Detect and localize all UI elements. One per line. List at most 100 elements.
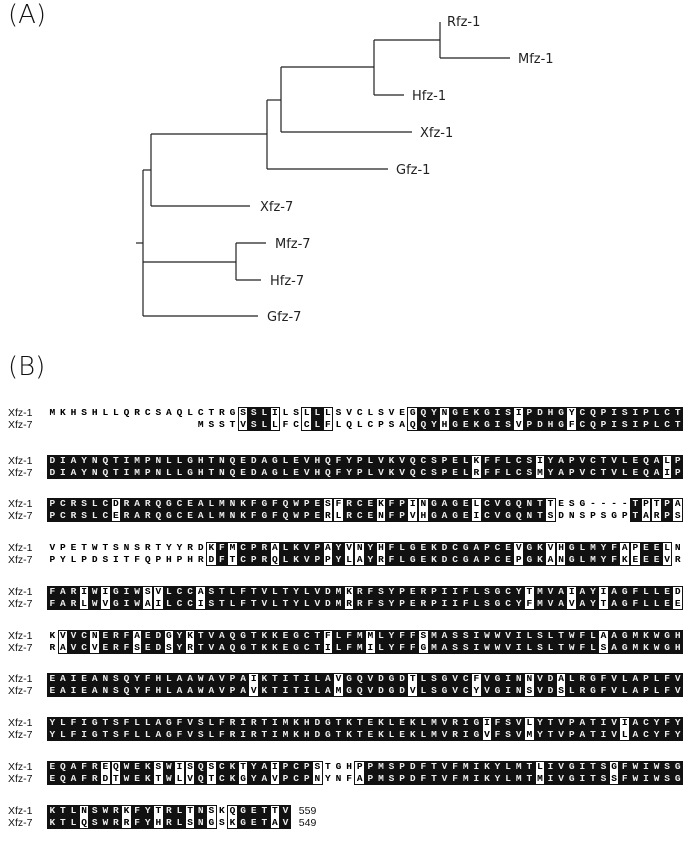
- identical-residue-shade: [651, 717, 662, 729]
- similar-residue-box: [322, 554, 334, 566]
- identical-residue-shade: [312, 630, 323, 642]
- similar-residue-box: [333, 673, 344, 685]
- identical-residue-shade: [100, 729, 111, 741]
- similar-residue-box: [619, 554, 630, 566]
- identical-residue-shade: [577, 729, 588, 741]
- identical-residue-shade: [449, 673, 461, 685]
- identical-residue-shade: [301, 630, 312, 642]
- identical-residue-shade: [555, 729, 567, 741]
- identical-residue-shade: [651, 467, 662, 479]
- identical-residue-shade: [587, 586, 599, 598]
- identical-residue-shade: [449, 761, 461, 773]
- identical-residue-shade: [354, 586, 365, 598]
- identical-residue-shade: [534, 586, 546, 598]
- identical-residue-shade: [439, 685, 450, 697]
- identical-residue-shade: [248, 805, 259, 817]
- identical-residue-shade: [672, 717, 683, 729]
- similar-residue-box: [163, 630, 175, 642]
- identical-residue-shade: [110, 455, 122, 467]
- similar-residue-box: [269, 805, 281, 817]
- identical-residue-shade: [661, 630, 673, 642]
- identical-residue-shade: [598, 673, 609, 685]
- identical-residue-shade: [174, 598, 185, 610]
- identical-residue-shade: [216, 717, 228, 729]
- identical-residue-shade: [396, 685, 408, 697]
- identical-residue-shade: [428, 729, 440, 741]
- identical-residue-shade: [492, 630, 503, 642]
- similar-residue-box: [206, 805, 217, 817]
- identical-residue-shade: [259, 729, 270, 741]
- identical-residue-shade: [449, 729, 461, 741]
- identical-residue-shade: [481, 598, 493, 610]
- sequence-row-xfz-7: EAIEANSQYFHLAAWAVPAVKTITILAMGQVDGDVLSGVC…: [49, 685, 686, 696]
- identical-residue-shade: [248, 729, 259, 741]
- identical-residue-shade: [640, 717, 652, 729]
- identical-residue-shade: [608, 598, 620, 610]
- identical-residue-shade: [428, 510, 440, 522]
- identical-residue-shade: [259, 630, 270, 642]
- similar-residue-box: [661, 542, 673, 554]
- identical-residue-shade: [502, 773, 514, 785]
- identical-residue-shade: [216, 586, 228, 598]
- similar-residue-box: [206, 542, 217, 554]
- identical-residue-shade: [449, 586, 461, 598]
- identical-residue-shade: [280, 467, 291, 479]
- identical-residue-shade: [100, 717, 111, 729]
- similar-residue-box: [343, 586, 355, 598]
- similar-residue-box: [227, 817, 238, 829]
- identical-residue-shade: [78, 498, 90, 510]
- identical-residue-shade: [68, 717, 79, 729]
- identical-residue-shade: [290, 598, 302, 610]
- identical-residue-shade: [418, 407, 429, 419]
- identical-residue-shade: [619, 761, 630, 773]
- similar-residue-box: [524, 729, 535, 741]
- identical-residue-shade: [577, 542, 588, 554]
- similar-residue-box: [545, 542, 556, 554]
- identical-residue-shade: [78, 642, 90, 654]
- identical-residue-shade: [534, 717, 546, 729]
- identical-residue-shade: [47, 805, 58, 817]
- similar-residue-box: [110, 510, 122, 522]
- identical-residue-shade: [280, 642, 291, 654]
- identical-residue-shade: [174, 455, 185, 467]
- identical-residue-shade: [142, 498, 153, 510]
- identical-residue-shade: [248, 642, 259, 654]
- identical-residue-shade: [513, 630, 524, 642]
- similar-residue-box: [248, 673, 259, 685]
- identical-residue-shade: [280, 673, 291, 685]
- identical-residue-shade: [471, 554, 482, 566]
- identical-residue-shade: [110, 685, 122, 697]
- identical-residue-shade: [396, 642, 408, 654]
- identical-residue-shade: [396, 773, 408, 785]
- seq-name-xfz-7: Xfz-7: [8, 817, 33, 829]
- sequence-row-xfz-7: KTLQSWRRFYHRLSNGSKGETAV: [49, 817, 294, 828]
- identical-residue-shade: [47, 761, 58, 773]
- identical-residue-shade: [248, 407, 259, 419]
- identical-residue-shade: [259, 673, 270, 685]
- identical-residue-shade: [492, 673, 503, 685]
- identical-residue-shade: [259, 407, 270, 419]
- identical-residue-shade: [142, 761, 153, 773]
- identical-residue-shade: [68, 773, 79, 785]
- identical-residue-shade: [57, 510, 69, 522]
- identical-residue-shade: [78, 510, 90, 522]
- identical-residue-shade: [534, 542, 546, 554]
- identical-residue-shade: [248, 554, 259, 566]
- identical-residue-shade: [640, 773, 652, 785]
- identical-residue-shade: [322, 673, 334, 685]
- similar-residue-box: [322, 407, 334, 419]
- identical-residue-shade: [216, 761, 228, 773]
- identical-residue-shade: [280, 498, 291, 510]
- similar-residue-box: [619, 542, 630, 554]
- identical-residue-shade: [248, 455, 259, 467]
- identical-residue-shade: [375, 598, 387, 610]
- identical-residue-shade: [428, 467, 440, 479]
- seq-name-xfz-7: Xfz-7: [8, 510, 33, 522]
- identical-residue-shade: [598, 761, 609, 773]
- identical-residue-shade: [131, 805, 143, 817]
- identical-residue-shade: [121, 598, 132, 610]
- identical-residue-shade: [672, 455, 683, 467]
- similar-residue-box: [524, 717, 535, 729]
- panel-a-label: (A): [8, 0, 47, 30]
- identical-residue-shade: [608, 630, 620, 642]
